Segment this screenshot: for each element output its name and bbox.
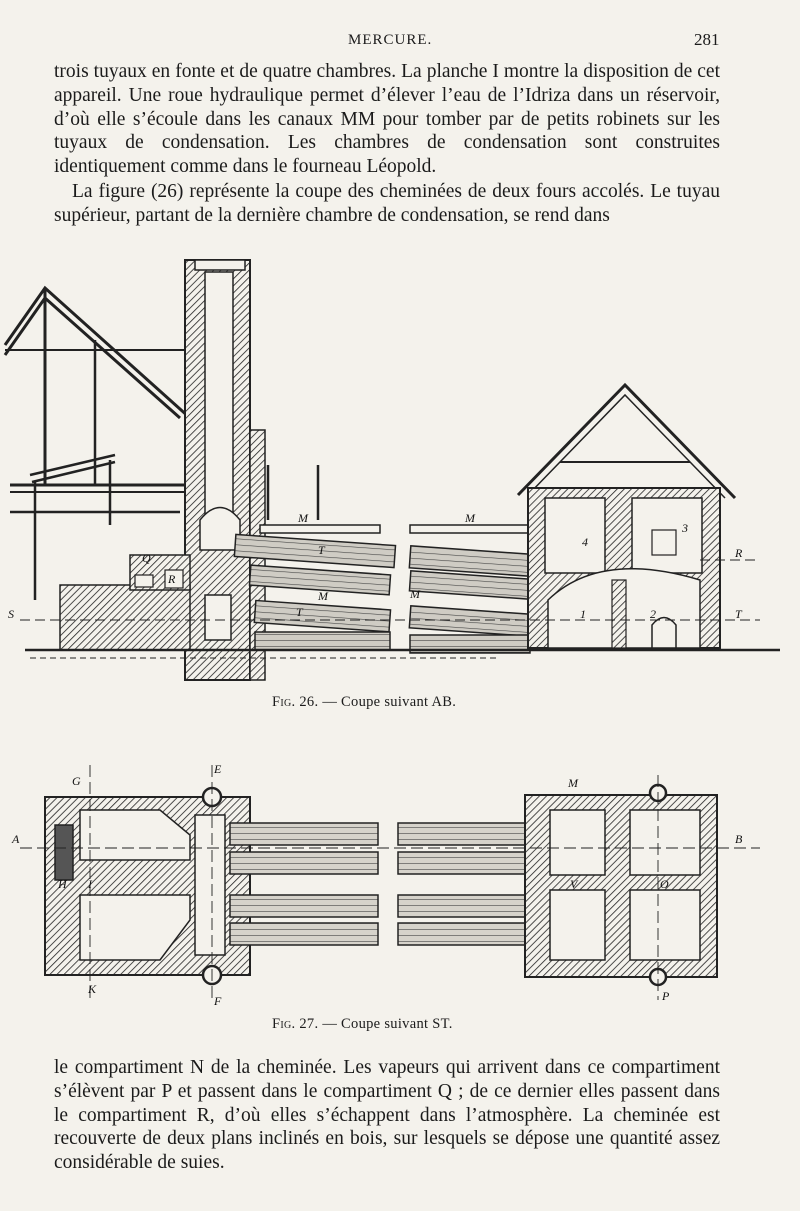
section-lines: [20, 765, 760, 1000]
label-S: S: [8, 607, 14, 621]
chimney: [184, 259, 266, 681]
label-M-1: M: [297, 511, 309, 525]
paragraph-2: La figure (26) représente la coupe des c…: [54, 181, 720, 226]
label-F: F: [213, 994, 222, 1008]
label-I: I: [87, 877, 93, 891]
page-number: 281: [694, 30, 720, 49]
figure-26-drawing: S Q R M M M M T T 1 2 3 4 R T: [3, 259, 780, 681]
label-T-right: T: [735, 607, 743, 621]
label-3: 3: [681, 521, 688, 535]
ground-line: [20, 559, 780, 659]
label-H: H: [57, 877, 68, 891]
paragraph-1: trois tuyaux en fonte et de quatre chamb…: [54, 61, 720, 178]
right-building: [516, 382, 737, 649]
label-M: M: [567, 776, 579, 790]
water-lever: [10, 453, 180, 600]
figure-27-drawing: A B G E H I K F M V O P: [11, 762, 760, 1008]
plan-pipes-right: [397, 822, 549, 946]
label-1: 1: [580, 607, 586, 621]
left-foundation: [59, 554, 191, 651]
label-P: P: [661, 989, 670, 1003]
paragraph-3: le compartiment N de la cheminée. Les va…: [54, 1057, 720, 1174]
label-A: A: [11, 832, 20, 846]
plan-pipes-left: [229, 822, 379, 946]
figure-26-caption: Fig. 26. — Coupe suivant AB.: [272, 694, 456, 711]
label-R-right: R: [734, 546, 743, 560]
right-chimney-plan: [524, 783, 718, 987]
label-4: 4: [582, 535, 588, 549]
running-head: MERCURE.: [348, 32, 433, 48]
label-Q: Q: [142, 551, 151, 565]
figure-27-number: Fig. 27.: [272, 1016, 319, 1032]
label-T-1: T: [318, 543, 326, 557]
left-roof: [3, 285, 192, 493]
label-M-3: M: [317, 589, 329, 603]
label-B: B: [735, 832, 743, 846]
condensation-pipes-left: [233, 524, 397, 651]
label-2: 2: [650, 607, 656, 621]
figure-27-caption-text: — Coupe suivant ST.: [318, 1016, 453, 1032]
label-M-4: M: [409, 587, 421, 601]
label-T-2: T: [296, 605, 304, 619]
label-K: K: [87, 982, 97, 996]
left-furnace-plan: [44, 786, 251, 986]
figure-26-number: Fig. 26.: [272, 694, 319, 710]
label-M-2: M: [464, 511, 476, 525]
condensation-pipes-right: [408, 524, 532, 654]
label-V: V: [570, 877, 579, 891]
label-G: G: [72, 774, 81, 788]
figure-27-caption: Fig. 27. — Coupe suivant ST.: [272, 1016, 453, 1033]
figure-26-caption-text: — Coupe suivant AB.: [318, 694, 457, 710]
label-E: E: [213, 762, 222, 776]
page-header: MERCURE. 281: [0, 30, 800, 54]
label-O: O: [660, 877, 669, 891]
pipe-supports: [266, 465, 320, 520]
label-R-small: R: [167, 572, 176, 586]
